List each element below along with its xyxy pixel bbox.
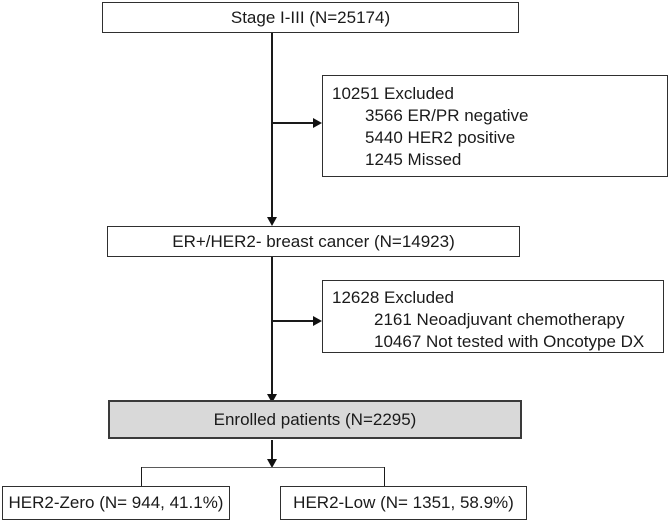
excluded-2-item: 2161 Neoadjuvant chemotherapy bbox=[374, 310, 625, 329]
arrowhead-down-icon bbox=[267, 217, 277, 226]
flow-line-stage-to-erher2 bbox=[271, 33, 273, 217]
her2-low-box-label: HER2-Low (N= 1351, 58.9%) bbox=[293, 493, 514, 512]
split-connector-horizontal bbox=[141, 467, 385, 469]
arrowhead-down-icon bbox=[267, 394, 277, 403]
excluded-1-item: 1245 Missed bbox=[365, 150, 462, 169]
excluded-1-header: 10251 Excluded bbox=[332, 84, 454, 103]
excluded-1-item: 5440 HER2 positive bbox=[365, 128, 516, 147]
flow-line-to-excluded-1 bbox=[272, 122, 313, 124]
arrowhead-right-icon bbox=[313, 118, 322, 128]
arrowhead-right-icon bbox=[313, 316, 322, 326]
her2-zero-box-label: HER2-Zero (N= 944, 41.1%) bbox=[8, 493, 224, 512]
her2-low-box: HER2-Low (N= 1351, 58.9%) bbox=[280, 486, 527, 520]
excluded-box-2: 12628 Excluded 2161 Neoadjuvant chemothe… bbox=[322, 280, 664, 353]
flow-line-to-excluded-2 bbox=[272, 320, 313, 322]
flow-line-enrolled-to-split bbox=[271, 440, 273, 460]
her2-zero-box: HER2-Zero (N= 944, 41.1%) bbox=[2, 486, 230, 520]
er-her2-box: ER+/HER2- breast cancer (N=14923) bbox=[107, 226, 520, 257]
split-connector-left-drop bbox=[141, 467, 143, 486]
flow-line-erher2-to-enrolled bbox=[271, 257, 273, 394]
excluded-2-header: 12628 Excluded bbox=[332, 288, 454, 307]
excluded-2-item: 10467 Not tested with Oncotype DX bbox=[374, 332, 645, 351]
stage-box-label: Stage I-III (N=25174) bbox=[230, 7, 391, 27]
stage-box: Stage I-III (N=25174) bbox=[102, 2, 519, 33]
enrolled-box-label: Enrolled patients (N=2295) bbox=[213, 409, 417, 429]
split-connector-right-drop bbox=[383, 467, 385, 486]
excluded-box-1: 10251 Excluded 3566 ER/PR negative 5440 … bbox=[322, 75, 668, 177]
arrowhead-down-icon bbox=[267, 459, 277, 468]
excluded-1-item: 3566 ER/PR negative bbox=[365, 106, 529, 125]
enrolled-box: Enrolled patients (N=2295) bbox=[108, 400, 522, 439]
er-her2-box-label: ER+/HER2- breast cancer (N=14923) bbox=[172, 231, 455, 251]
